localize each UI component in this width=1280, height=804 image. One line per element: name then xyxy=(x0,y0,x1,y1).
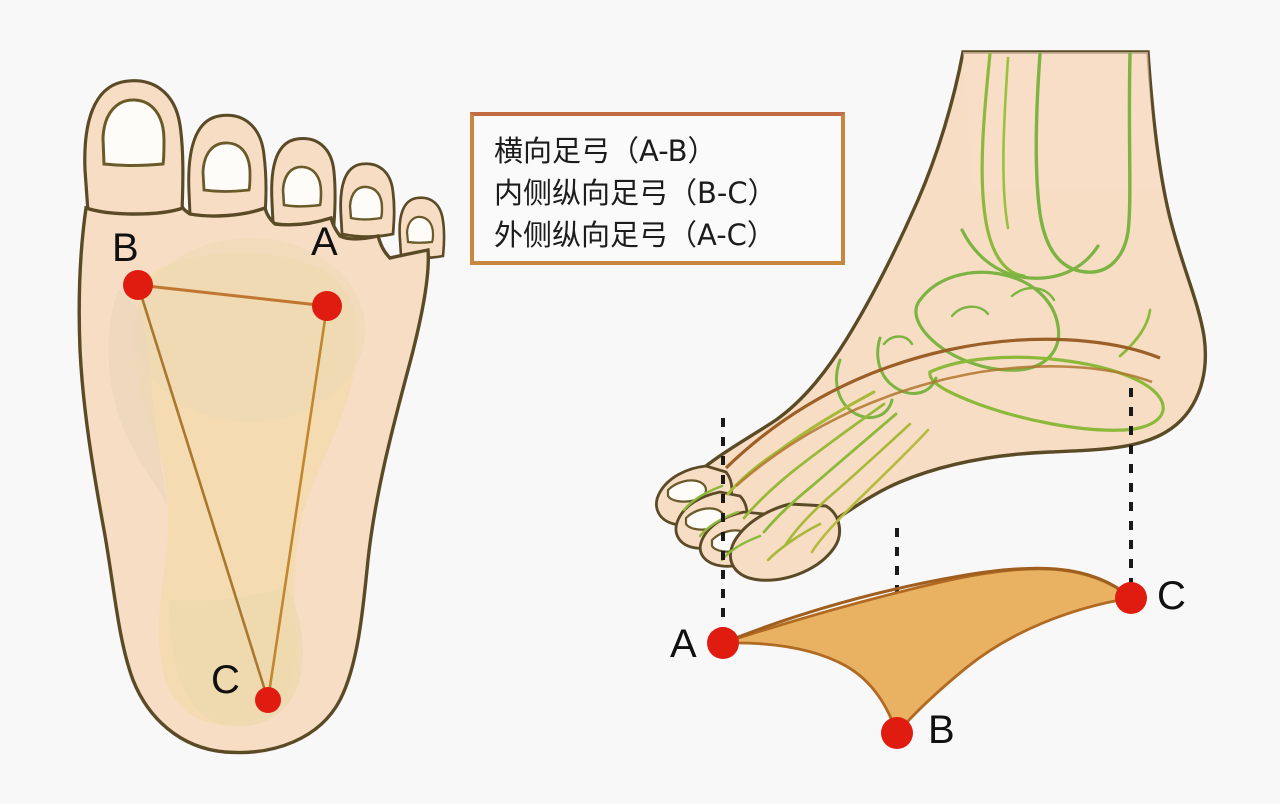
bone-tibia xyxy=(1034,52,1132,274)
bones-group xyxy=(682,52,1165,562)
toenail-1 xyxy=(101,98,166,167)
toenail-4 xyxy=(348,185,384,221)
lateral-label-b: B xyxy=(928,708,955,752)
point-marker-a-lateral xyxy=(707,627,739,659)
bone-tibia-plafond xyxy=(960,228,1100,280)
bone-phalanx-big xyxy=(766,522,822,562)
toenail-3 xyxy=(281,165,323,208)
plantar-label-b: B xyxy=(112,226,139,270)
legend-line-transverse-arch: 横向足弓（A-B） xyxy=(494,134,717,168)
lateral-label-c: C xyxy=(1157,574,1186,618)
bone-cuneiform xyxy=(835,358,894,419)
legend-line-medial-longitudinal-arch: 内侧纵向足弓（B-C） xyxy=(494,176,777,210)
internal-arch-curve-2 xyxy=(735,365,1153,487)
bone-fibula xyxy=(980,52,1026,278)
line-a-b xyxy=(137,283,328,308)
bone-navicular xyxy=(876,336,938,395)
point-marker-c-lateral xyxy=(1115,582,1147,614)
bone-metatarsal-4 xyxy=(784,422,912,546)
toes-group xyxy=(83,79,446,260)
lat-toe-big xyxy=(728,502,842,582)
line-b-c xyxy=(136,284,270,701)
line-a-c xyxy=(266,305,329,701)
bone-joint-hint-3 xyxy=(882,335,914,346)
toenail-5 xyxy=(405,215,435,244)
bone-metatarsal-5 xyxy=(810,428,930,554)
internal-arch-curve xyxy=(724,337,1161,470)
ball-of-foot-shading xyxy=(135,238,365,422)
point-marker-c-plantar xyxy=(255,687,281,713)
bone-phalanx-1 xyxy=(682,484,724,512)
bone-fibula-inner xyxy=(1002,56,1010,230)
point-marker-b-plantar xyxy=(123,270,153,300)
lateral-toes-group xyxy=(655,464,842,582)
bone-joint-hint-2 xyxy=(950,305,990,318)
arch-sail-shape xyxy=(721,567,1133,735)
arch-triangle-group xyxy=(136,283,329,701)
arch-types-legend: 横向足弓（A-B） 内侧纵向足弓（B-C） 外侧纵向足弓（A-C） xyxy=(470,112,845,265)
lateral-foot-group xyxy=(655,50,1208,749)
bone-phalanx-2 xyxy=(698,510,740,538)
plantar-foot-group xyxy=(77,79,446,755)
leg-shading xyxy=(963,52,1162,190)
toenail-2 xyxy=(201,141,252,193)
lateral-label-a: A xyxy=(670,622,697,666)
bone-talus xyxy=(914,270,1061,372)
medial-arch-shading xyxy=(108,290,168,506)
bone-metatarsal-3 xyxy=(762,412,898,534)
bone-metatarsal-2 xyxy=(742,402,886,520)
bone-calcaneus xyxy=(928,355,1165,432)
plantar-label-c: C xyxy=(211,658,240,702)
arch-sail-top-edge xyxy=(722,566,1132,645)
point-marker-b-lateral xyxy=(881,717,913,749)
bone-calcaneus-tuber xyxy=(1118,308,1152,358)
plantar-label-a: A xyxy=(311,220,338,264)
point-marker-a-plantar xyxy=(312,291,342,321)
legend-line-lateral-longitudinal-arch: 外侧纵向足弓（A-C） xyxy=(494,218,776,252)
bone-joint-hint-1 xyxy=(1010,287,1056,302)
lat-toenail-1 xyxy=(666,479,708,503)
